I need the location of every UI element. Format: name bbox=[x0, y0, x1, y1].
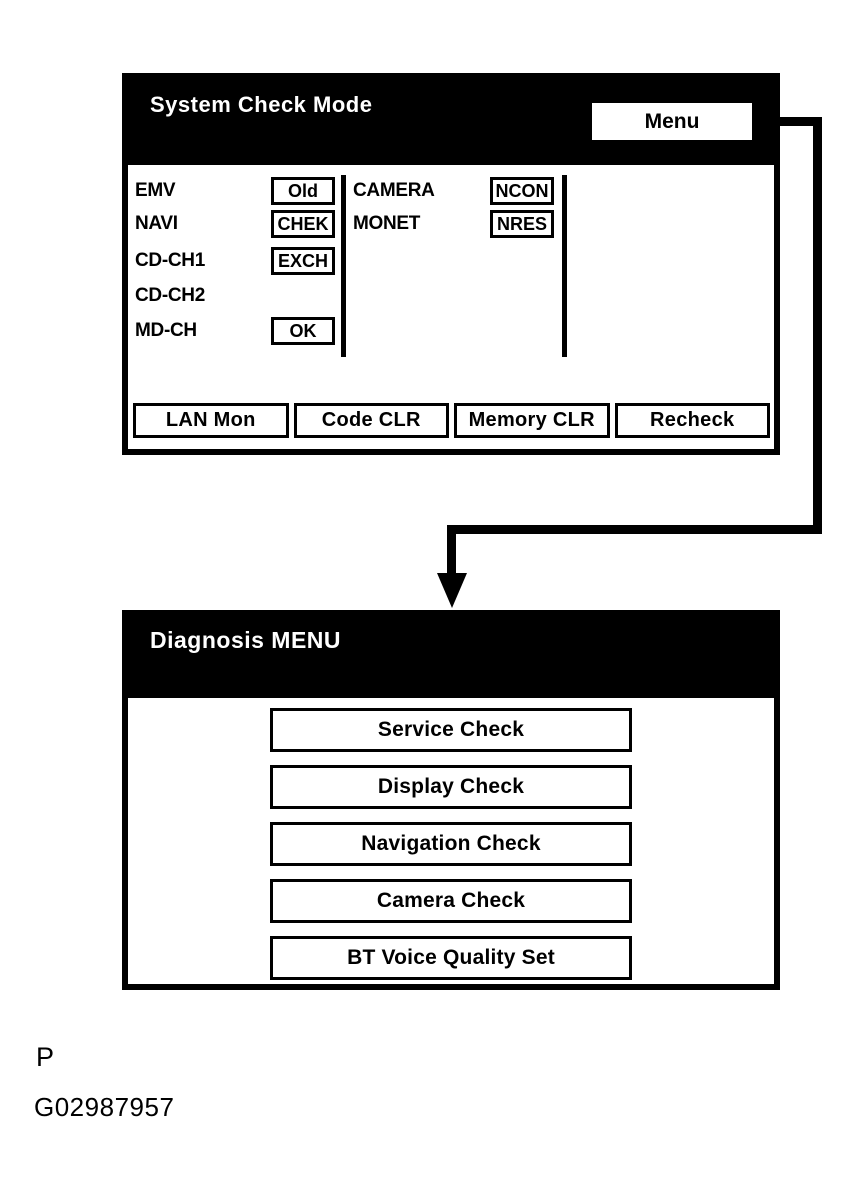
menu-button-label: Menu bbox=[644, 109, 700, 133]
system-check-screen: System Check Mode Menu EMV Old NAVI CHEK… bbox=[122, 73, 780, 455]
button-label: Service Check bbox=[377, 718, 525, 741]
button-label: BT Voice Quality Set bbox=[347, 946, 555, 969]
navigation-check-button[interactable]: Navigation Check bbox=[270, 822, 632, 866]
status-badge: OK bbox=[271, 317, 335, 345]
menu-button[interactable]: Menu bbox=[592, 103, 752, 140]
camera-check-button[interactable]: Camera Check bbox=[270, 879, 632, 923]
status-badge: Old bbox=[271, 177, 335, 205]
button-label: Display Check bbox=[377, 775, 525, 798]
system-check-body: EMV Old NAVI CHEK CD-CH1 EXCH CD-CH2 MD-… bbox=[128, 165, 774, 449]
memory-clr-button[interactable]: Memory CLR bbox=[454, 403, 610, 438]
bt-voice-quality-set-button[interactable]: BT Voice Quality Set bbox=[270, 936, 632, 980]
arrow-down-icon bbox=[437, 573, 467, 608]
flow-connector-segment bbox=[752, 117, 822, 126]
button-label: Code CLR bbox=[321, 409, 421, 431]
column-divider bbox=[341, 175, 346, 357]
diagnosis-menu-list: Service Check Display Check Navigation C… bbox=[270, 708, 632, 980]
diagnosis-menu-screen: Diagnosis MENU Service Check Display Che… bbox=[122, 610, 780, 990]
display-check-button[interactable]: Display Check bbox=[270, 765, 632, 809]
button-label: Memory CLR bbox=[468, 409, 595, 431]
status-badge: EXCH bbox=[271, 247, 335, 275]
check-row-camera: CAMERA NCON bbox=[353, 177, 558, 205]
check-row-emv: EMV Old bbox=[135, 177, 340, 205]
device-label: NAVI bbox=[135, 213, 178, 234]
status-badge: NRES bbox=[490, 210, 554, 238]
button-label: LAN Mon bbox=[165, 409, 256, 431]
button-label: Camera Check bbox=[376, 889, 526, 912]
device-label: EMV bbox=[135, 180, 176, 201]
device-label: MD-CH bbox=[135, 320, 197, 341]
footer-button-row: LAN Mon Code CLR Memory CLR Recheck bbox=[133, 403, 770, 438]
check-row-md-ch: MD-CH OK bbox=[135, 317, 340, 345]
lan-mon-button[interactable]: LAN Mon bbox=[133, 403, 289, 438]
button-label: Recheck bbox=[650, 409, 735, 431]
flow-connector-segment bbox=[813, 117, 822, 532]
system-check-title: System Check Mode bbox=[150, 92, 373, 117]
service-check-button[interactable]: Service Check bbox=[270, 708, 632, 752]
recheck-button[interactable]: Recheck bbox=[614, 403, 770, 438]
check-row-cd-ch1: CD-CH1 EXCH bbox=[135, 247, 340, 275]
diagnosis-menu-body: Service Check Display Check Navigation C… bbox=[128, 698, 774, 984]
status-badge: NCON bbox=[490, 177, 554, 205]
status-badge: CHEK bbox=[271, 210, 335, 238]
device-label: MONET bbox=[353, 213, 421, 234]
check-row-monet: MONET NRES bbox=[353, 210, 558, 238]
column-divider bbox=[562, 175, 567, 357]
device-label: CD-CH2 bbox=[135, 285, 205, 306]
figure-id: G02987957 bbox=[34, 1092, 175, 1122]
device-label: CAMERA bbox=[353, 180, 435, 201]
button-label: Navigation Check bbox=[361, 832, 541, 855]
page-letter: P bbox=[36, 1042, 55, 1072]
check-row-cd-ch2: CD-CH2 bbox=[135, 282, 340, 310]
code-clr-button[interactable]: Code CLR bbox=[293, 403, 449, 438]
check-row-navi: NAVI CHEK bbox=[135, 210, 340, 238]
device-label: CD-CH1 bbox=[135, 250, 205, 271]
flow-connector-segment bbox=[447, 530, 456, 575]
diagnosis-menu-title: Diagnosis MENU bbox=[150, 627, 342, 653]
flow-connector-segment bbox=[447, 525, 822, 534]
